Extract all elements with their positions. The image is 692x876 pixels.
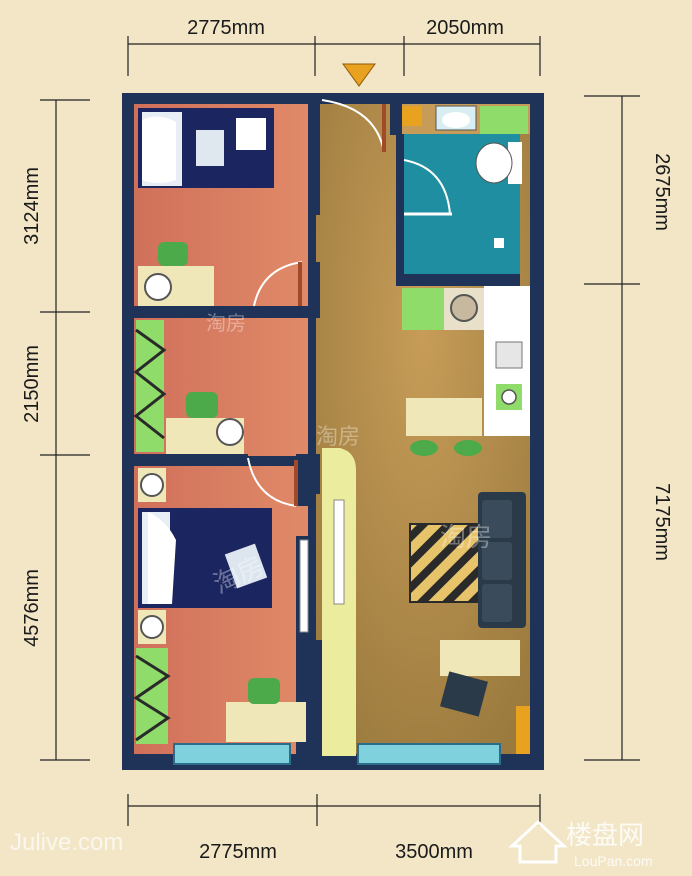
watermark-inner-1: 淘房 [206, 311, 246, 335]
desk-top-bedroom [138, 242, 214, 306]
dim-bottom-right: 3500mm [395, 841, 473, 863]
watermark-inner-4: 淘房 [440, 523, 492, 553]
dim-left-top: 3124mm [21, 167, 43, 245]
rug [409, 523, 485, 603]
watermark-loupan-cn: 楼盘网 [566, 821, 644, 851]
window-bottom-right [357, 743, 501, 765]
window-bottom-left [173, 743, 291, 765]
entry-arrow-icon [342, 63, 376, 87]
tv-console [440, 640, 530, 754]
dim-bottom-left: 2775mm [199, 841, 277, 863]
bed-double-bottom [138, 508, 272, 608]
loupan-house-logo [508, 819, 568, 864]
doors [247, 99, 452, 507]
wardrobe-bottom-bedroom [133, 648, 171, 744]
dimension-lines [40, 36, 640, 826]
nightstands [138, 468, 166, 644]
dim-right-top: 2675mm [651, 153, 673, 231]
dim-right-bottom: 7175mm [651, 483, 673, 561]
bathroom-fixtures [402, 105, 528, 248]
interior-walls [122, 93, 520, 770]
desk-study [166, 392, 244, 454]
watermark-inner-2: 淘房 [316, 425, 360, 450]
kitchen-appliances [402, 288, 523, 410]
dim-top-right: 2050mm [426, 17, 504, 39]
dining-set [406, 398, 482, 456]
watermark-julive: Julive.com [10, 829, 123, 856]
sofa [478, 492, 526, 628]
dim-top-left: 2775mm [187, 17, 265, 39]
dim-left-middle: 2150mm [21, 345, 43, 423]
desk-bottom-bedroom [226, 678, 306, 742]
dim-left-bottom: 4576mm [21, 569, 43, 647]
watermark-loupan-en: LouPan.com [574, 853, 653, 869]
wardrobe-study [133, 320, 167, 452]
bed-double-top [138, 108, 274, 188]
hallway-cabinet [299, 448, 356, 756]
